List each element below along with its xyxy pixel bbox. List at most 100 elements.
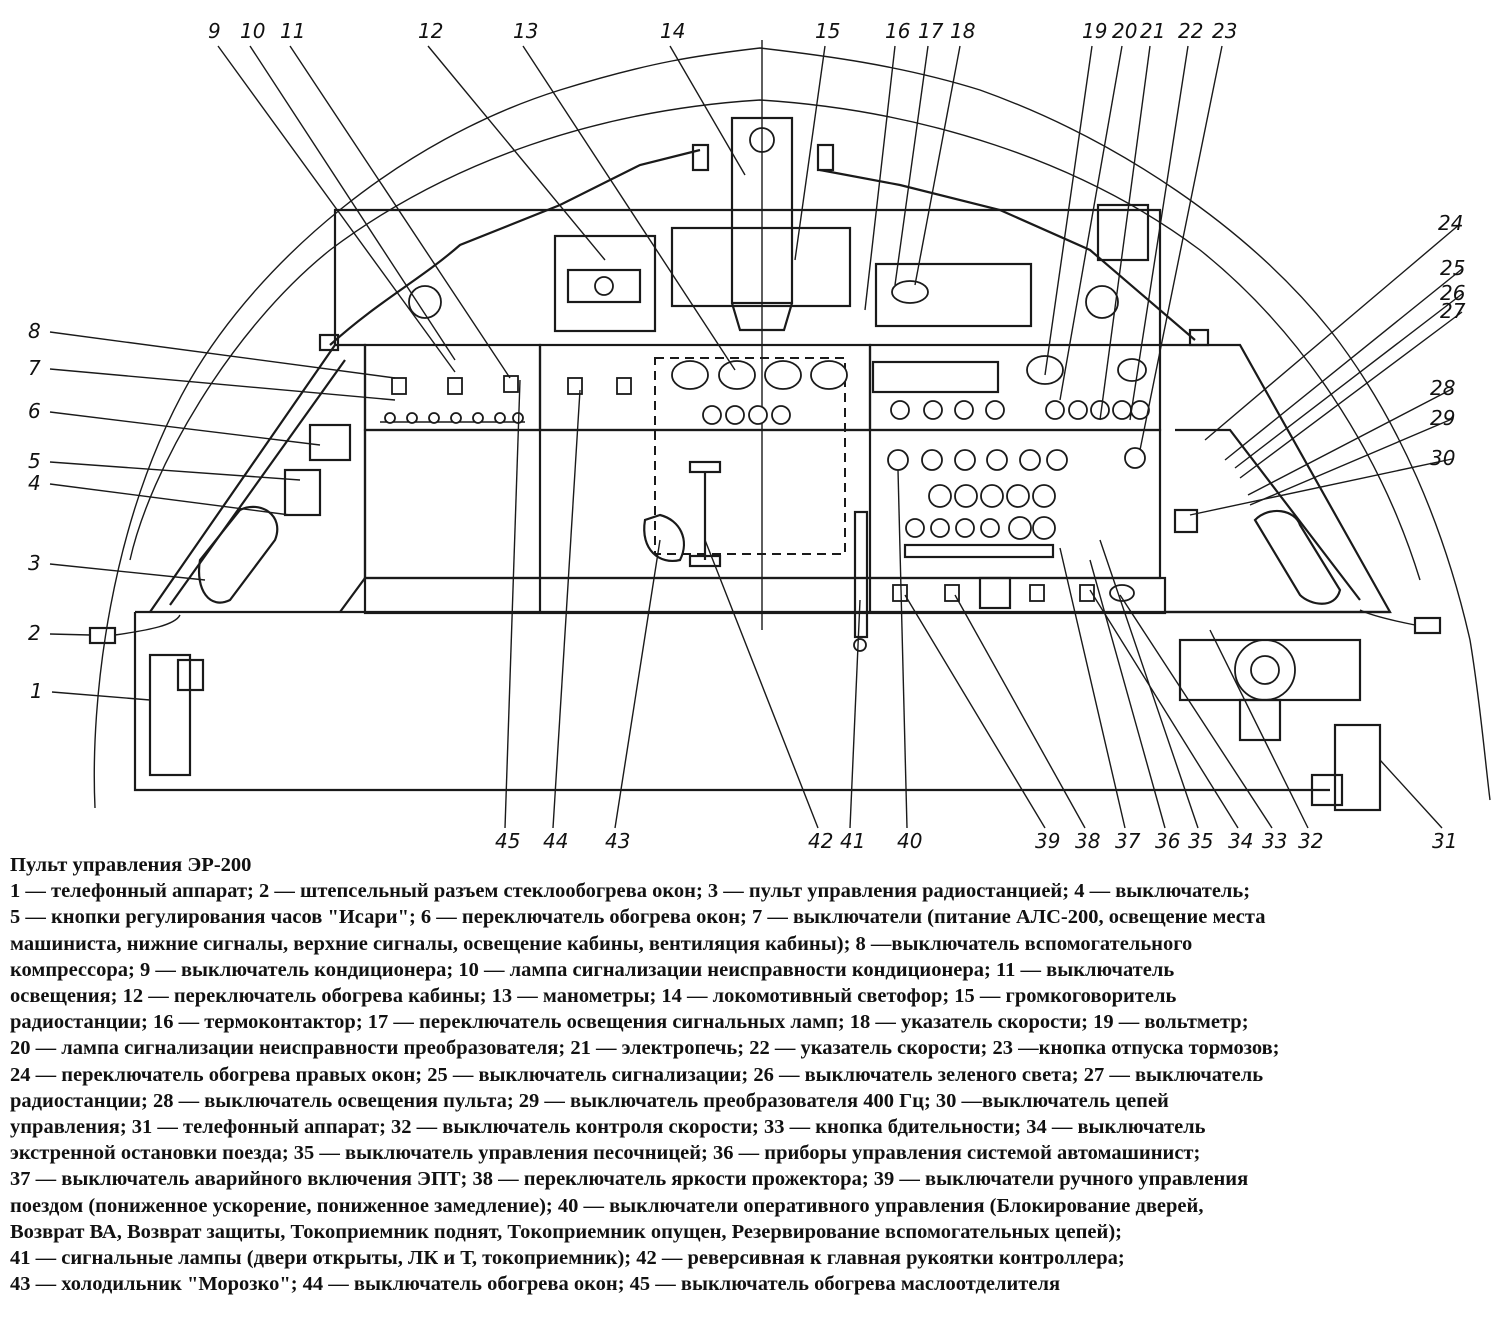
leader-line: [897, 469, 908, 829]
leader-line: [614, 539, 661, 829]
leader-line: [289, 45, 511, 379]
leader-line: [1224, 268, 1463, 461]
callout-number: 20: [1112, 19, 1137, 43]
switch-rows: [380, 375, 1150, 610]
leader-line: [1239, 311, 1463, 479]
caption-body: 1 — телефонный аппарат; 2 — штепсельный …: [10, 878, 1495, 1297]
leader-line: [552, 389, 581, 829]
callout-number: 31: [1432, 829, 1457, 850]
callout-number: 25: [1440, 256, 1465, 280]
callout-number: 5: [28, 449, 41, 473]
callout-number: 36: [1155, 829, 1180, 850]
callout-number: 32: [1298, 829, 1323, 850]
caption-line: 1 — телефонный аппарат; 2 — штепсельный …: [10, 880, 1251, 903]
callout-number: 38: [1075, 829, 1100, 850]
leader-line: [49, 461, 301, 481]
callout-number: 26: [1440, 281, 1465, 305]
callout-number: 2: [28, 621, 41, 645]
leader-line: [849, 599, 861, 829]
callout-number: 39: [1035, 829, 1060, 850]
callout-number: 23: [1212, 19, 1237, 43]
callout-number: 1: [30, 679, 43, 703]
caption-line: освещения; 12 — переключатель обогрева к…: [10, 985, 1177, 1008]
leader-line: [49, 331, 396, 379]
callout-number: 44: [543, 829, 568, 850]
callout-number: 16: [885, 19, 910, 43]
callout-number: 17: [918, 19, 944, 43]
leader-line: [904, 594, 1046, 829]
callout-number: 41: [840, 829, 865, 850]
leader-line: [864, 45, 896, 311]
leader-line: [704, 539, 819, 829]
caption-line: 41 — сигнальные лампы (двери открыты, ЛК…: [10, 1247, 1125, 1270]
leader-line: [49, 411, 321, 446]
leader-line: [51, 691, 151, 701]
leader-line: [1059, 45, 1123, 401]
leader-line: [427, 45, 606, 261]
callout-number: 19: [1082, 19, 1107, 43]
callout-number: 8: [28, 319, 41, 343]
leader-line: [1059, 547, 1126, 829]
caption-line: радиостанции; 16 — термоконтактор; 17 — …: [10, 1011, 1249, 1034]
caption-line: управления; 31 — телефонный аппарат; 32 …: [10, 1116, 1206, 1139]
caption-line: компрессора; 9 — выключатель кондиционер…: [10, 958, 1175, 981]
control-desk-drawing: 1234567891011121314151617181920212223242…: [28, 19, 1491, 850]
leader-line: [49, 563, 206, 581]
callout-number: 6: [28, 399, 41, 423]
caption-title: Пульт управления ЭР-200: [10, 854, 252, 876]
callout-number: 27: [1440, 299, 1466, 323]
leader-line: [1099, 45, 1151, 421]
caption-line: 5 — кнопки регулирования часов "Исари"; …: [10, 906, 1266, 929]
locomotive-signal-and-speaker: [553, 40, 1150, 630]
callout-number: 11: [280, 19, 305, 43]
callout-number: 34: [1228, 829, 1253, 850]
callout-number: 15: [815, 19, 840, 43]
leader-line: [1119, 594, 1273, 829]
callout-number: 28: [1430, 376, 1455, 400]
controller-and-refrigerator: [643, 460, 869, 652]
leader-line: [1204, 223, 1461, 441]
leader-line: [954, 594, 1086, 829]
heater-cables: [318, 143, 1210, 352]
leader-line: [1209, 629, 1309, 829]
leader-line: [217, 45, 456, 373]
callout-number: 13: [513, 19, 538, 43]
leader-line: [249, 45, 456, 361]
caption: Пульт управления ЭР-200 1 — телефонный а…: [10, 852, 1495, 1297]
callout-number: 24: [1438, 211, 1463, 235]
leader-line: [1139, 45, 1223, 451]
callout-number: 40: [897, 829, 922, 850]
leader-line: [1189, 458, 1453, 516]
caption-line: поездом (пониженное ускорение, пониженно…: [10, 1194, 1204, 1217]
callout-number: 43: [605, 829, 630, 850]
callout-number: 14: [660, 19, 685, 43]
caption-line: радиостанции; 28 — выключатель освещения…: [10, 1089, 1169, 1112]
leader-line: [794, 45, 826, 261]
desk-outline: [93, 47, 1491, 809]
leader-line: [1247, 388, 1453, 496]
callout-number: 21: [1140, 19, 1165, 43]
callout-number: 7: [28, 356, 41, 380]
leader-line: [49, 483, 291, 516]
callout-number: 30: [1430, 446, 1455, 470]
leader-line: [894, 45, 929, 286]
leader-line: [1044, 45, 1093, 376]
caption-line: 20 — лампа сигнализации неисправности пр…: [10, 1037, 1280, 1060]
callout-number: 33: [1262, 829, 1287, 850]
callout-leader-lines: [49, 45, 1463, 829]
callout-number: 9: [208, 19, 221, 43]
leader-line: [914, 45, 961, 286]
leader-line: [49, 633, 91, 636]
callout-number: 37: [1115, 829, 1141, 850]
leader-line: [1379, 759, 1443, 829]
caption-line: 37 — выключатель аварийного включения ЭП…: [10, 1168, 1249, 1191]
caption-line: 43 — холодильник "Морозко"; 44 — выключа…: [10, 1273, 1061, 1296]
callout-number: 3: [28, 551, 41, 575]
callout-number: 42: [808, 829, 833, 850]
leader-line: [1234, 293, 1463, 469]
callout-number: 10: [240, 19, 265, 43]
leader-line: [1249, 418, 1453, 506]
callout-number: 22: [1178, 19, 1203, 43]
callout-number: 4: [28, 471, 41, 495]
